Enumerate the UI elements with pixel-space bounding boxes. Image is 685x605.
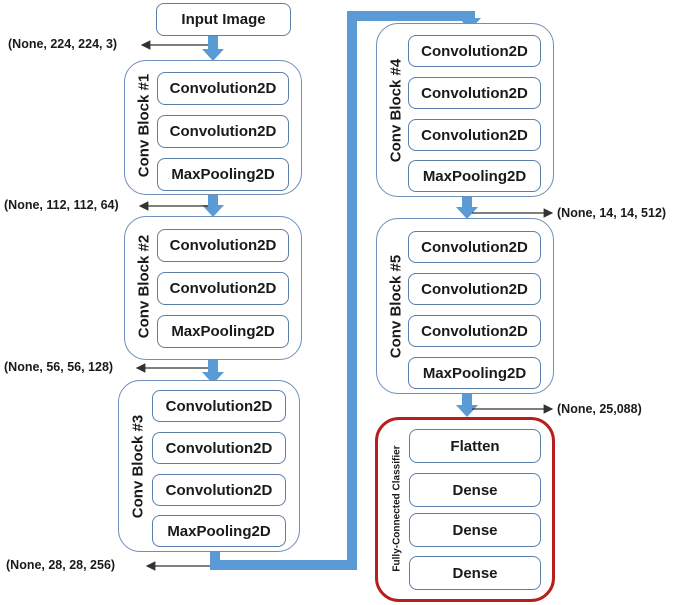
shape-label-after-block-4: (None, 14, 14, 512) [557, 206, 667, 220]
flow-arrow-b1 [202, 195, 224, 217]
shape-label-after-block-3: (None, 28, 28, 256) [6, 558, 116, 572]
conv-block-5-layer-4: MaxPooling2D [408, 357, 541, 389]
input-image-box: Input Image [156, 3, 291, 36]
conv-block-2-layer-1: Convolution2D [157, 229, 289, 262]
conv-block-4-layer-2: Convolution2D [408, 77, 541, 109]
conv-block-3-title: Conv Block #3 [129, 414, 147, 519]
conv-block-5-layer-3: Convolution2D [408, 315, 541, 347]
flow-arrow-b4 [456, 195, 478, 219]
conv-block-5-layer-2: Convolution2D [408, 273, 541, 305]
flow-arrow-b2 [202, 360, 224, 384]
conv-block-3-layer-3: Convolution2D [152, 474, 286, 506]
conv-block-4-layer-4: MaxPooling2D [408, 160, 541, 192]
conv-block-2-title: Conv Block #2 [135, 234, 153, 339]
shape-label-after-block-2: (None, 56, 56, 128) [4, 360, 114, 374]
fc-layer-flatten: Flatten [409, 429, 541, 463]
flow-arrow-input [202, 36, 224, 61]
shape-label-after-block-5: (None, 25,088) [557, 402, 642, 416]
shape-label-input: (None, 224, 224, 3) [8, 37, 118, 51]
conv-block-3-layer-1: Convolution2D [152, 390, 286, 422]
conv-block-2-layer-2: Convolution2D [157, 272, 289, 305]
fc-layer-dense-3: Dense [409, 556, 541, 590]
conv-block-3-layer-4: MaxPooling2D [152, 515, 286, 547]
flow-arrow-b5 [456, 393, 478, 417]
fc-layer-dense-1: Dense [409, 473, 541, 507]
fc-classifier-title: Fully-Connected Classifier [391, 445, 403, 572]
conv-block-5-title: Conv Block #5 [387, 254, 405, 359]
conv-block-1-layer-3: MaxPooling2D [157, 158, 289, 191]
conv-block-4-title: Conv Block #4 [387, 58, 405, 163]
shape-label-after-block-1: (None, 112, 112, 64) [4, 198, 119, 212]
fc-layer-dense-2: Dense [409, 513, 541, 547]
conv-block-5-layer-1: Convolution2D [408, 231, 541, 263]
conv-block-1-layer-1: Convolution2D [157, 72, 289, 105]
conv-block-4-layer-3: Convolution2D [408, 119, 541, 151]
conv-block-3-layer-2: Convolution2D [152, 432, 286, 464]
conv-block-1-title: Conv Block #1 [135, 73, 153, 178]
conv-block-2-layer-3: MaxPooling2D [157, 315, 289, 348]
conv-block-1-layer-2: Convolution2D [157, 115, 289, 148]
conv-block-4-layer-1: Convolution2D [408, 35, 541, 67]
